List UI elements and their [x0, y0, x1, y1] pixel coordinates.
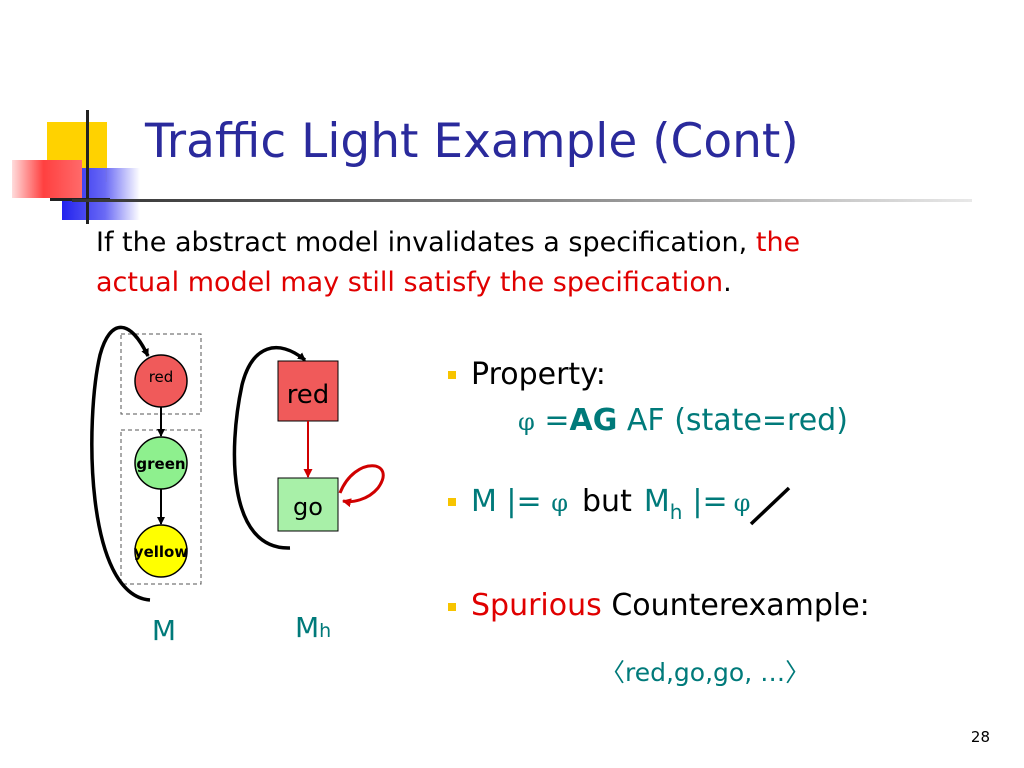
m-label-red: red	[149, 368, 174, 386]
phi-2: φ	[733, 489, 751, 517]
mh-label-sub: h	[319, 620, 331, 642]
logo-vertical-line	[86, 110, 89, 224]
intro-text-black: If the abstract model invalidates a spec…	[96, 227, 748, 258]
intro-period: .	[723, 267, 732, 298]
phi-1: φ	[551, 489, 569, 517]
bullet-marker-1	[448, 371, 456, 379]
mh-state-red	[277, 360, 339, 422]
spurious-line: Spurious Counterexample:	[471, 591, 870, 621]
negation-slash-icon	[749, 486, 791, 526]
mh-sub: h	[669, 500, 683, 524]
property-label: Property:	[471, 357, 606, 392]
mh-loop-arrow	[232, 345, 307, 550]
formula-eq: =	[534, 403, 570, 438]
m-label-green: green	[136, 455, 185, 473]
title-divider	[72, 199, 972, 202]
formula-phi: φ	[518, 408, 535, 436]
bullet-marker-2	[448, 498, 456, 506]
m-model-label: M	[152, 614, 176, 647]
property-formula: φ =AG AF (state=red)	[518, 406, 848, 436]
intro-line-1: If the abstract model invalidates a spec…	[96, 229, 800, 256]
m-label-yellow: yellow	[134, 543, 189, 561]
slide-title: Traffic Light Example (Cont)	[145, 114, 799, 169]
logo-red-square	[12, 160, 82, 198]
mh-self-loop	[338, 464, 385, 508]
counterexample-trace: 〈red,go,go, …〉	[600, 658, 811, 687]
mh-model-label: Mh	[295, 611, 331, 644]
formula-rest: AF (state=red)	[617, 403, 848, 438]
but-word: but	[582, 484, 632, 519]
intro-text-red-1: the	[755, 227, 801, 258]
mh-main: M	[643, 484, 670, 519]
m-state-yellow	[134, 524, 188, 578]
mh-label-red: red	[287, 380, 330, 410]
intro-text-red-2: actual model may still satisfy the speci…	[96, 267, 724, 298]
intro-line-2: actual model may still satisfy the speci…	[96, 269, 732, 296]
formula-ag: AG	[569, 403, 618, 438]
mh-label-main: M	[295, 611, 319, 644]
mh-state-go	[277, 477, 339, 532]
mh-label-go: go	[293, 493, 323, 521]
m-satisfies: M |=	[471, 484, 552, 519]
counterexample-word: Counterexample:	[611, 588, 870, 623]
m-loop-arrow	[90, 325, 151, 602]
bullet-marker-3	[448, 603, 456, 611]
page-number: 28	[970, 728, 990, 746]
spurious-word: Spurious	[471, 588, 602, 623]
abstract-group-go-box	[120, 429, 202, 585]
not-satisfies: |=	[692, 484, 728, 519]
